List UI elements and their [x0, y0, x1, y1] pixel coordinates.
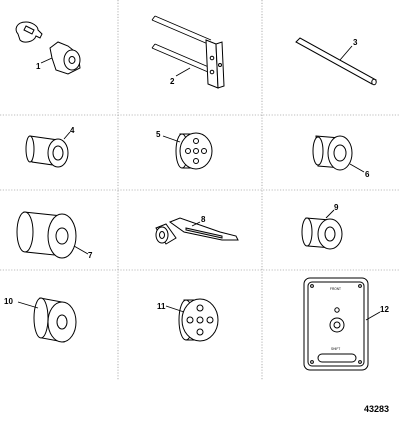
part-2: 2 [151, 15, 225, 89]
callout-8: 8 [201, 215, 206, 224]
part-3: 3 [295, 37, 377, 86]
callout-1: 1 [36, 62, 41, 71]
callout-4: 4 [70, 126, 75, 135]
part-4: 4 [25, 126, 75, 168]
callout-7: 7 [88, 251, 93, 260]
part-7: 7 [16, 211, 93, 260]
reference-number: 43283 [364, 404, 389, 414]
part-6: 6 [312, 135, 370, 179]
callout-5: 5 [156, 130, 161, 139]
callout-9: 9 [334, 203, 339, 212]
plate-label-front: FRONT [330, 287, 341, 291]
part-1: 1 [15, 21, 81, 75]
part-5: 5 [156, 130, 213, 170]
callout-12: 12 [380, 305, 389, 314]
part-11: 11 [157, 298, 219, 342]
grid-lines [0, 0, 400, 380]
callout-11: 11 [157, 302, 166, 311]
plate-label-shift: SHIFT [331, 347, 340, 351]
callout-2: 2 [170, 77, 175, 86]
part-8: 8 [155, 215, 239, 245]
part-9: 9 [301, 203, 343, 250]
callout-6: 6 [365, 170, 370, 179]
part-12: FRONT SHIFT 12 [303, 277, 389, 371]
part-10: 10 [4, 297, 77, 343]
callout-10: 10 [4, 297, 13, 306]
callout-3: 3 [353, 38, 358, 47]
